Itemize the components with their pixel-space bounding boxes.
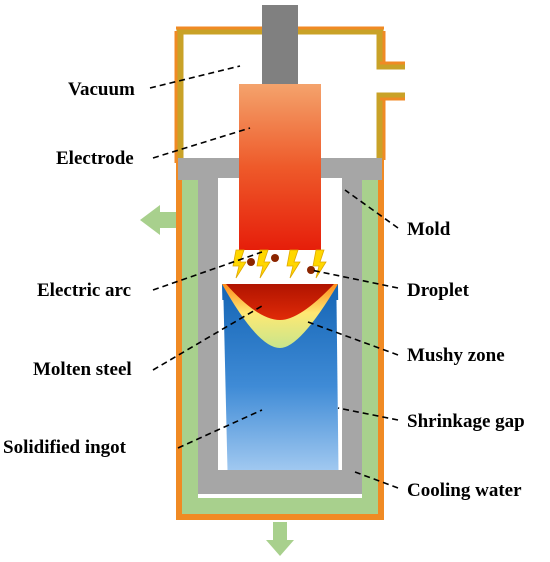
droplets <box>247 254 315 274</box>
shrinkage-gap-right <box>336 299 342 471</box>
leader-cooling-water <box>354 471 399 489</box>
leader-droplet <box>310 269 399 289</box>
label-solidified-ingot: Solidified ingot <box>3 437 127 458</box>
chamber-frame <box>176 27 405 163</box>
label-cooling-water: Cooling water <box>407 480 522 501</box>
label-vacuum: Vacuum <box>68 79 135 100</box>
electrode-stem <box>262 5 298 85</box>
leader-vacuum <box>149 65 241 89</box>
leader-solidified-ingot <box>177 409 263 449</box>
mold <box>178 158 382 494</box>
label-mushy-zone: Mushy zone <box>407 345 505 366</box>
molten-steel-pool <box>226 284 334 320</box>
arc-bolt-icon <box>286 249 301 279</box>
droplet-dot <box>247 258 255 266</box>
leader-mushy-zone <box>307 321 399 356</box>
water-outlet-arrow-icon <box>140 205 176 235</box>
chamber-frame-lower <box>376 92 405 160</box>
arc-bolt-icon <box>232 249 247 279</box>
label-droplet: Droplet <box>407 280 470 301</box>
leader-shrinkage-gap <box>337 407 399 421</box>
leader-electrode <box>152 127 251 159</box>
vacuum-port <box>380 61 405 101</box>
label-electric-arc: Electric arc <box>37 280 131 301</box>
label-electrode: Electrode <box>56 148 134 169</box>
solidified-ingot <box>222 284 340 470</box>
electrode <box>239 84 321 250</box>
leader-molten-steel <box>152 305 263 371</box>
droplet-dot <box>271 254 279 262</box>
label-mold: Mold <box>407 219 451 240</box>
arc-bolt-icon <box>312 249 327 279</box>
water-inlet-arrow-icon <box>266 522 294 556</box>
leader-mold <box>344 189 399 229</box>
electric-arcs <box>232 249 327 279</box>
label-molten-steel: Molten steel <box>33 359 132 380</box>
label-shrinkage-gap: Shrinkage gap <box>407 411 525 432</box>
droplet-dot <box>307 266 315 274</box>
arc-bolt-icon <box>256 249 271 279</box>
leader-lines <box>149 65 399 489</box>
